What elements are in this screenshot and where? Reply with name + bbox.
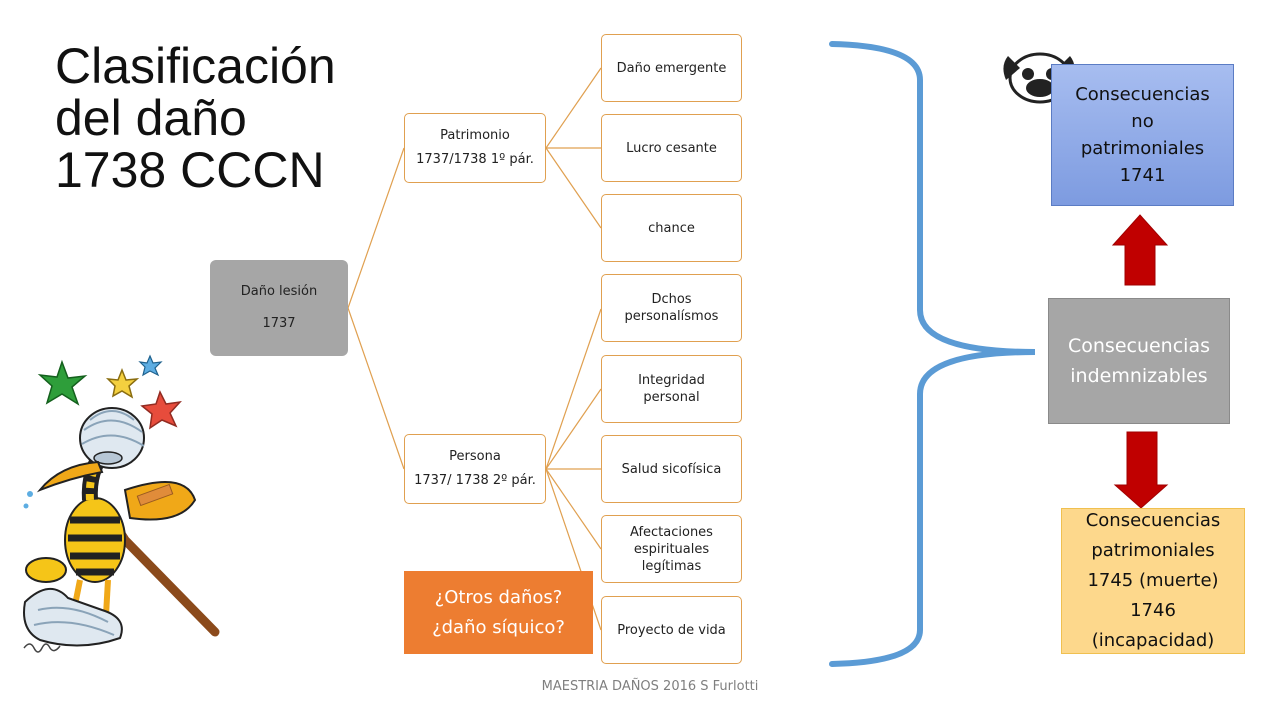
cnp-line-3: patrimoniales [1080, 138, 1205, 159]
leaf-salud-sicofisica-label: Salud sicofísica [621, 461, 722, 477]
otros-danos-box: ¿Otros daños? ¿daño síquico? [404, 571, 593, 654]
slide-title: Clasificación del daño 1738 CCCN [55, 40, 375, 196]
node-persona: Persona 1737/ 1738 2º pár. [404, 434, 546, 504]
cnp-line-4: 1741 [1119, 165, 1166, 186]
star-green-icon [37, 359, 88, 406]
injured-bird-illustration [23, 354, 220, 653]
title-line-1: Clasificación [55, 38, 336, 94]
leaf-salud-sicofisica: Salud sicofísica [601, 435, 742, 503]
leaf-dano-emergente-label: Daño emergente [616, 60, 727, 76]
connector-persona-afectaciones [545, 468, 602, 550]
footer-credit: MAESTRIA DAÑOS 2016 S Furlotti [541, 679, 759, 694]
leaf-dano-emergente: Daño emergente [601, 34, 742, 102]
node-patrimonio-article: 1737/1738 1º pár. [416, 152, 534, 167]
leaf-dchos-personalisimos: Dchos personalísmos [601, 274, 742, 342]
title-line-2: del daño [55, 90, 247, 146]
cp-line-1: Consecuencias [1085, 510, 1221, 531]
connector-persona-dchos [545, 308, 602, 470]
connector-persona-integridad [545, 388, 602, 470]
cnp-line-1: Consecuencias [1075, 84, 1210, 105]
ci-line-2: indemnizables [1070, 365, 1208, 387]
node-dano-lesion-label: Daño lesión [240, 284, 318, 299]
connector-patrimonio-dano-emergente [545, 67, 602, 149]
leaf-afectaciones-espirituales: Afectaciones espirituales legítimas [601, 515, 742, 583]
artist-signature [23, 643, 61, 653]
node-dano-lesion-article: 1737 [262, 316, 296, 331]
consecuencias-no-patrimoniales-box: Consecuencias no patrimoniales 1741 [1051, 64, 1234, 206]
arrow-up-icon [1111, 214, 1169, 286]
cp-line-4: 1746 [1130, 600, 1176, 621]
otros-danos-line-2: ¿daño síquico? [432, 616, 565, 638]
leaf-dchos-personalisimos-label: Dchos personalísmos [624, 292, 719, 324]
node-persona-article: 1737/ 1738 2º pár. [414, 473, 536, 488]
star-red-icon [140, 390, 182, 430]
star-yellow-icon [105, 367, 140, 399]
otros-danos-line-1: ¿Otros daños? [434, 586, 563, 608]
node-persona-label: Persona [449, 449, 501, 464]
connector-root-persona [347, 307, 405, 470]
node-patrimonio-label: Patrimonio [440, 128, 510, 143]
consecuencias-indemnizables-box: Consecuencias indemnizables [1048, 298, 1230, 424]
leaf-integridad-personal-label: Integridad personal [638, 373, 705, 405]
leaf-integridad-personal: Integridad personal [601, 355, 742, 423]
star-blue-icon [138, 354, 163, 377]
leaf-proyecto-de-vida-label: Proyecto de vida [617, 622, 726, 638]
leaf-chance-label: chance [648, 220, 695, 236]
tree-connector-lines [347, 67, 602, 631]
ci-line-1: Consecuencias [1067, 335, 1210, 357]
cnp-line-2: no [1131, 111, 1154, 132]
node-patrimonio: Patrimonio 1737/1738 1º pár. [404, 113, 546, 183]
consecuencias-patrimoniales-box: Consecuencias patrimoniales 1745 (muerte… [1061, 508, 1245, 654]
cp-line-5: (incapacidad) [1091, 630, 1215, 651]
node-dano-lesion: Daño lesión 1737 [210, 260, 348, 356]
leaf-proyecto-de-vida: Proyecto de vida [601, 596, 742, 664]
leaf-lucro-cesante-label: Lucro cesante [626, 140, 717, 156]
leaf-chance: chance [601, 194, 742, 262]
title-line-3: 1738 CCCN [55, 142, 325, 198]
leaf-lucro-cesante: Lucro cesante [601, 114, 742, 182]
leaf-afectaciones-espirituales-label: Afectaciones espirituales legítimas [630, 524, 713, 574]
right-brace [829, 41, 1036, 667]
arrow-down-icon [1113, 431, 1169, 509]
connector-root-patrimonio [347, 147, 405, 309]
cp-line-3: 1745 (muerte) [1087, 570, 1219, 591]
cp-line-2: patrimoniales [1091, 540, 1215, 561]
connector-patrimonio-chance [545, 147, 602, 229]
